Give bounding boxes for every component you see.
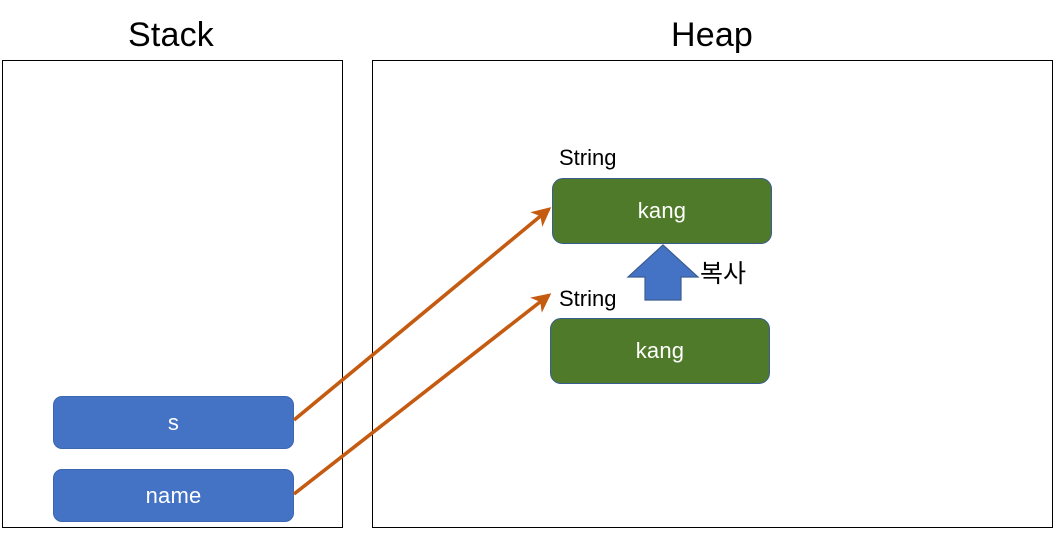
heap-object-bottom-type-label: String	[559, 286, 617, 311]
stack-variable-s: s	[53, 396, 294, 449]
stack-variable-s-label: s	[167, 409, 180, 435]
heap-region-frame	[372, 60, 1053, 528]
stack-variable-name: name	[53, 469, 294, 522]
heap-region-title: Heap	[670, 16, 754, 54]
heap-object-top-value: kang	[637, 198, 687, 223]
stack-region-frame	[2, 60, 343, 528]
stack-region-title: Stack	[127, 16, 215, 54]
heap-object-bottom-value: kang	[635, 338, 685, 363]
heap-object-top-type-label: String	[559, 145, 617, 170]
heap-object-bottom: kang	[550, 318, 770, 384]
copy-annotation-label: 복사	[700, 260, 747, 288]
heap-object-top: kang	[552, 178, 772, 244]
stack-variable-name-label: name	[145, 482, 202, 508]
